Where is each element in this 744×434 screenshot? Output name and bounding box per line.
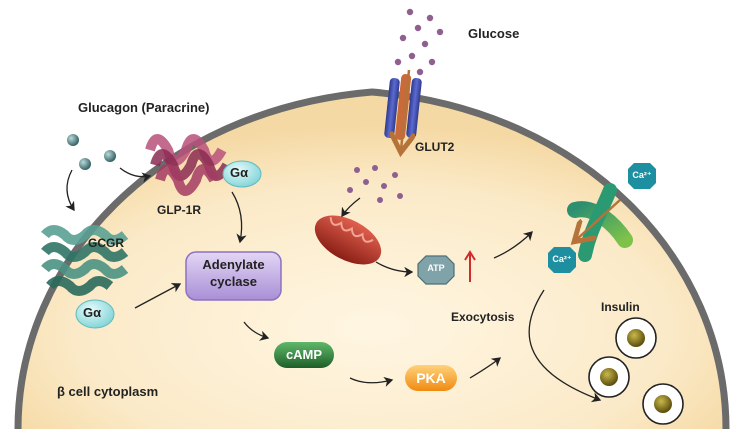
mitochondrion: [314, 215, 382, 265]
exocytosis-label: Exocytosis: [451, 310, 515, 324]
camp-pill: [274, 342, 334, 368]
camp-label: cAMP: [285, 347, 323, 362]
adenylate-cyclase-box: [185, 251, 282, 301]
glucose-label: Glucose: [468, 26, 520, 41]
atp-label: ATP: [427, 263, 445, 273]
g-alpha-bottom: [75, 299, 115, 329]
glucagon-molecules: [67, 134, 116, 170]
calcium-ion-inside: [548, 247, 576, 273]
glucose-molecules-outside: [394, 8, 444, 76]
glucagon-label: Glucagon (Paracrine): [78, 100, 210, 115]
cytoplasm-label: β cell cytoplasm: [57, 384, 159, 399]
g-alpha-top-label: Gα: [230, 165, 249, 180]
pka-label: PKA: [416, 370, 446, 386]
g-alpha-bottom-label: Gα: [83, 305, 102, 320]
ca-inside-label: Ca²⁺: [552, 254, 572, 264]
pathway-arrows: [65, 167, 602, 403]
insulin-granules: [588, 317, 684, 425]
glut2-label: GLUT2: [415, 140, 455, 154]
gcgr-receptor: [41, 225, 129, 296]
glp1r-label: GLP-1R: [157, 203, 202, 217]
ca-outside-label: Ca²⁺: [632, 170, 652, 180]
adenylate-cyclase-line1: Adenylate: [202, 257, 265, 272]
calcium-channel: [567, 183, 633, 262]
glut2-transporter: [384, 69, 422, 150]
pka-pill: [405, 365, 457, 391]
glucose-molecules-inside: [347, 165, 403, 203]
gcgr-label: GCGR: [88, 236, 124, 250]
glp1r-receptor: [145, 134, 232, 196]
calcium-ion-outside: [628, 163, 656, 189]
atp-badge: [417, 255, 455, 285]
g-alpha-top: [222, 160, 262, 188]
adenylate-cyclase-line2: cyclase: [210, 274, 257, 289]
insulin-label: Insulin: [601, 300, 640, 314]
